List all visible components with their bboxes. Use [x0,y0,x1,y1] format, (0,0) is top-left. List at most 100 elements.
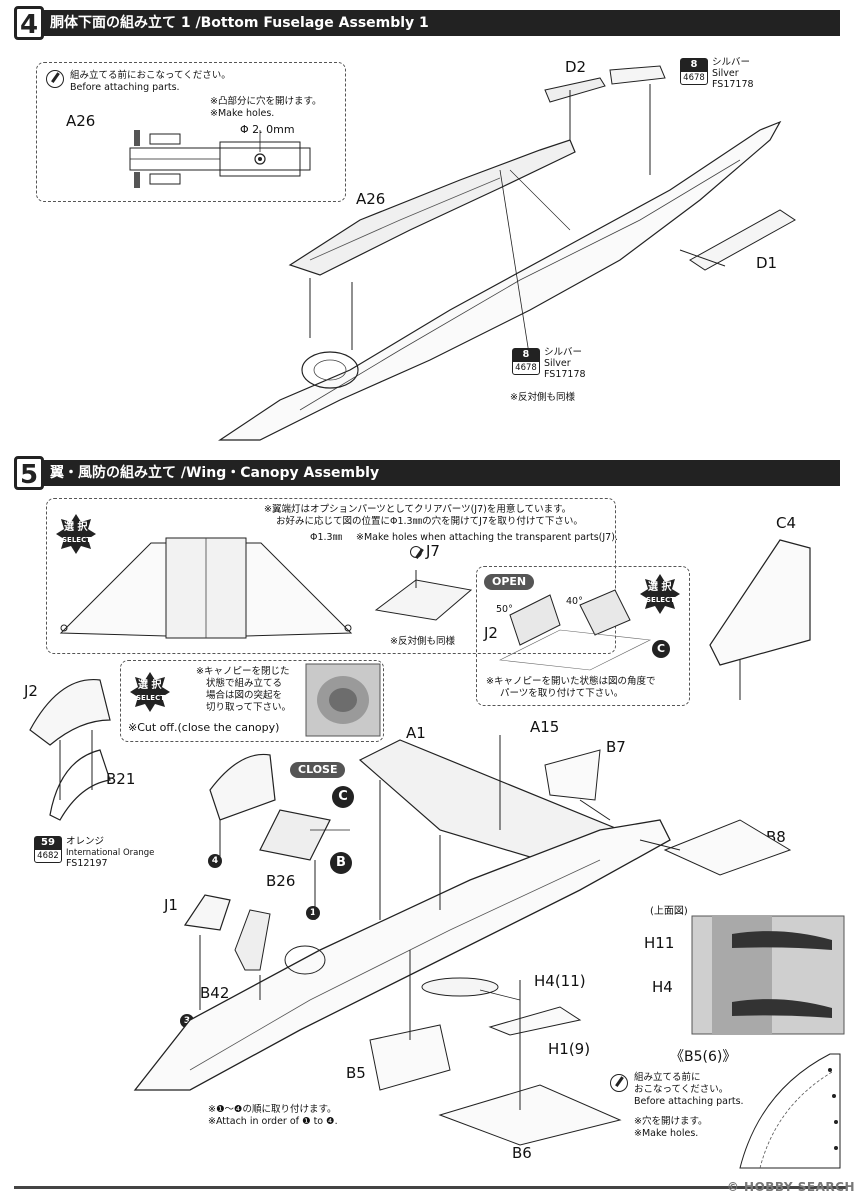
select-icon [56,514,96,554]
wingtip-diameter: Φ1.3㎜ [310,532,343,543]
paint-jp: シルバー [712,57,751,68]
select-icon-close [130,672,170,712]
part-label-d2: D2 [565,58,587,76]
step4-note-jp: 組み立てる前におこなってください。 [70,70,231,81]
marker-b: B [330,852,352,874]
canopy-close-photo [305,663,381,737]
paint-code: 4678 [512,361,540,375]
part-label-j2: J2 [24,682,38,700]
footer-rule [14,1186,847,1189]
paint-code: 4682 [34,849,62,863]
paint-badge-orange: 59 4682 [34,836,62,863]
open-note-jp1: ※キャノピーを開いた状態は図の角度で [486,676,656,687]
part-label-j1: J1 [164,896,178,914]
part-label-a1: A1 [406,724,426,742]
open-label: OPEN [484,574,535,590]
bottom-fuselage-drawing [218,65,796,441]
paint-en: International Orange [66,848,155,858]
wing-underside-drawing [59,537,353,639]
paint-fs: FS17178 [712,79,754,90]
step4-diameter: Φ 2. 0mm [240,123,295,136]
step4-opposite-note: ※反対側も同様 [510,392,575,403]
part-label-j2-open: J2 [484,624,498,642]
select-open-jp: 選 択 [648,582,672,593]
step5-title: 翼・風防の組み立て /Wing・Canopy Assembly [50,465,380,481]
paint-fs: FS17178 [544,369,586,380]
paint-jp: シルバー [544,347,583,358]
canopy-close-box [120,660,384,742]
part-label-a26-detail: A26 [66,112,96,130]
angle-50: 50° [496,604,513,615]
angle-40: 40° [566,596,583,607]
note2-en: Before attaching parts. [634,1096,744,1107]
wingtip-note-jp2: お好みに応じて図の位置にΦ1.3㎜の穴を開けてJ7を取り付けて下さい。 [276,516,583,527]
clear-part-icon [410,546,422,558]
close-label: CLOSE [290,762,346,778]
note2-jp1: 組み立てる前に [634,1072,701,1083]
holes2-jp: ※穴を開けます。 [634,1116,708,1127]
drill-icon-b5 [610,1074,628,1092]
close-note-jp3: 場合は図の突起を [206,690,283,701]
order-note-en: ※Attach in order of ❶ to ❹. [208,1116,338,1127]
paint-number: 59 [34,836,62,849]
order-marker-1: 1 [306,906,320,920]
wingtip-select-box [46,498,616,654]
paint-badge-silver-top: 8 4678 [680,58,708,85]
paint-badge-silver-bottom: 8 4678 [512,348,540,375]
wingtip-note-en: ※Make holes when attaching the transpare… [356,532,618,543]
paint-fs: FS12197 [66,858,108,869]
part-label-d1: D1 [756,254,778,272]
wing-canopy-assembly-drawing [29,539,811,1146]
drill-icon [46,70,64,88]
select-close-jp: 選 択 [138,680,162,691]
holes2-en: ※Make holes. [634,1128,699,1139]
note2-jp2: おこなってください。 [634,1084,729,1095]
watermark: © HOBBY SEARCH [726,1180,855,1194]
part-label-b21: B21 [106,770,136,788]
part-label-j7: J7 [426,542,440,560]
part-label-b6: B6 [512,1144,532,1162]
part-label-h11: H11 [644,934,675,952]
part-label-h4-11: H4(11) [534,972,586,990]
step4-header: 4 胴体下面の組み立て 1 /Bottom Fuselage Assembly … [14,6,840,40]
select-open-en: SELECT [646,596,675,604]
close-note-jp4: 切り取って下さい。 [206,702,292,713]
wingtip-opposite-note: ※反対側も同様 [390,636,455,647]
select-icon-open [640,574,680,614]
top-view-label: (上面図) [650,906,688,917]
step4-number: 4 [14,6,44,40]
b5-hole-drawing [739,1053,841,1169]
paint-jp: オレンジ [66,836,105,847]
paint-en: Silver [712,68,739,79]
wingtip-j7-drawing [374,570,473,621]
close-note-jp2: 状態で組み立てる [206,678,283,689]
step5-number: 5 [14,456,44,490]
part-label-h4: H4 [652,978,673,996]
a26-detail-drawing [129,130,311,188]
top-view-photo [691,915,845,1035]
select-close-en: SELECT [136,694,165,702]
part-label-b26: B26 [266,872,296,890]
order-marker-4: 4 [208,854,222,868]
close-note-en: ※Cut off.(close the canopy) [128,721,280,734]
part-label-a26: A26 [356,190,386,208]
paint-code: 4678 [680,71,708,85]
select-label-jp: 選 択 [64,522,88,533]
marker-c-open: C [652,640,670,658]
order-note-jp: ※❶～❹の順に取り付けます。 [208,1104,337,1115]
paint-number: 8 [512,348,540,361]
wingtip-note-jp1: ※翼端灯はオプションパーツとしてクリアパーツ(J7)を用意しています。 [264,504,572,515]
part-label-b42: B42 [200,984,230,1002]
step4-title: 胴体下面の組み立て 1 /Bottom Fuselage Assembly 1 [50,15,429,31]
part-label-b5: B5 [346,1064,366,1082]
canopy-open-box [476,566,690,706]
part-label-a15: A15 [530,718,560,736]
b5-6-label: 《B5(6)》 [670,1049,737,1065]
part-label-h1-9: H1(9) [548,1040,591,1058]
canopy-open-drawing [498,589,652,671]
select-label-en: SELECT [62,536,91,544]
part-label-c4: C4 [776,514,797,532]
part-label-b7: B7 [606,738,626,756]
step4-note-en: Before attaching parts. [70,82,180,93]
paint-number: 8 [680,58,708,71]
